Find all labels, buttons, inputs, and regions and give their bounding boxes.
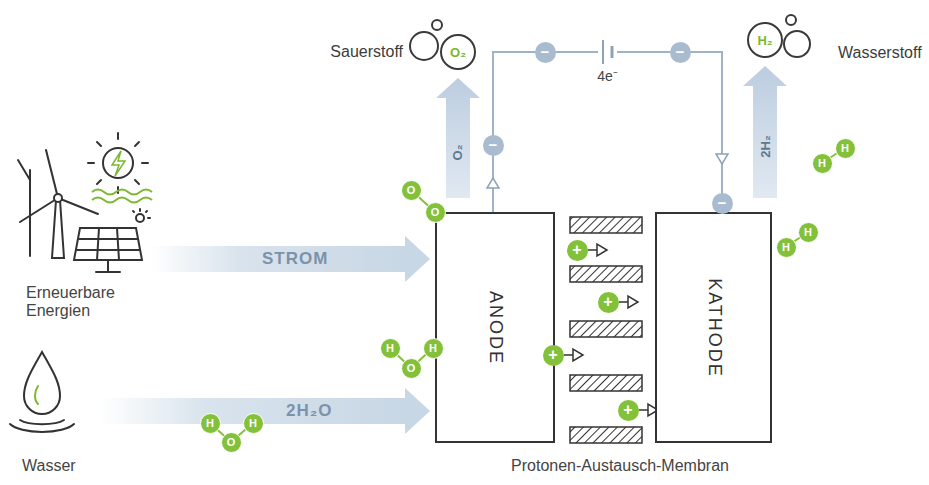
- edge-label: O₂: [451, 144, 464, 160]
- membrane-caption: Protonen-Austausch-Membran: [455, 457, 785, 475]
- atom-symbol: H: [423, 338, 444, 359]
- solar-panel: [74, 209, 150, 272]
- source-caption: Erneuerbare Energien: [26, 284, 122, 321]
- atom-symbol: H: [835, 138, 856, 159]
- wire-line: [493, 52, 722, 212]
- product-arrow: [436, 78, 480, 198]
- product-name: Sauerstoff: [330, 43, 403, 61]
- water-drop: [10, 352, 74, 432]
- proton-arrow: [564, 244, 658, 416]
- atom-symbol: H: [812, 153, 833, 174]
- electron-symbol: −: [670, 42, 691, 63]
- atom-symbol: H: [776, 237, 797, 258]
- electron-symbol: −: [535, 42, 556, 63]
- arrow-head: [716, 154, 728, 164]
- proton-symbol: +: [567, 240, 588, 261]
- atom-symbol: H: [380, 338, 401, 359]
- atom-symbol: H: [798, 222, 819, 243]
- atom-symbol: O: [401, 358, 422, 379]
- source-caption: Wasser: [22, 457, 76, 475]
- formula: H₂: [757, 34, 772, 47]
- cathode-box: KATHODE: [655, 212, 772, 443]
- electrode-name: KATHODE: [703, 278, 724, 378]
- edge-label: 4e⁻: [597, 69, 618, 83]
- formula: O₂: [450, 46, 466, 59]
- power-arrow: [150, 236, 430, 282]
- atom-symbol: H: [200, 413, 221, 434]
- sun-icon: [88, 133, 148, 193]
- arrow-body: [743, 66, 787, 198]
- proton-symbol: +: [618, 400, 639, 421]
- electrode-name: ANODE: [485, 290, 506, 364]
- proton-symbol: +: [598, 292, 619, 313]
- edge-label: 2H₂: [759, 135, 772, 157]
- electron-symbol: −: [712, 193, 733, 214]
- atom-symbol: H: [243, 413, 264, 434]
- electron-symbol: −: [483, 135, 504, 156]
- atom-symbol: O: [401, 180, 422, 201]
- arrow-body: [436, 78, 480, 198]
- water-waves: [92, 190, 152, 203]
- product-arrow: [743, 66, 787, 198]
- anode-box: ANODE: [435, 212, 555, 443]
- atom-symbol: O: [425, 202, 446, 223]
- electron-wire: [493, 52, 728, 212]
- hydrogen-bubble: H₂Wasserstoff: [747, 22, 783, 58]
- oxygen-bubble: SauerstoffO₂: [440, 34, 476, 70]
- molecule-bond: [210, 148, 845, 442]
- flow-label: 2H₂O: [286, 401, 333, 421]
- product-name: Wasserstoff: [838, 44, 922, 62]
- proton-symbol: +: [543, 345, 564, 366]
- battery-symbol: [598, 38, 617, 66]
- electron-direction: [487, 178, 499, 188]
- water-arrow: [100, 388, 430, 434]
- flow-label: STROM: [262, 249, 328, 269]
- atom-symbol: O: [221, 432, 242, 453]
